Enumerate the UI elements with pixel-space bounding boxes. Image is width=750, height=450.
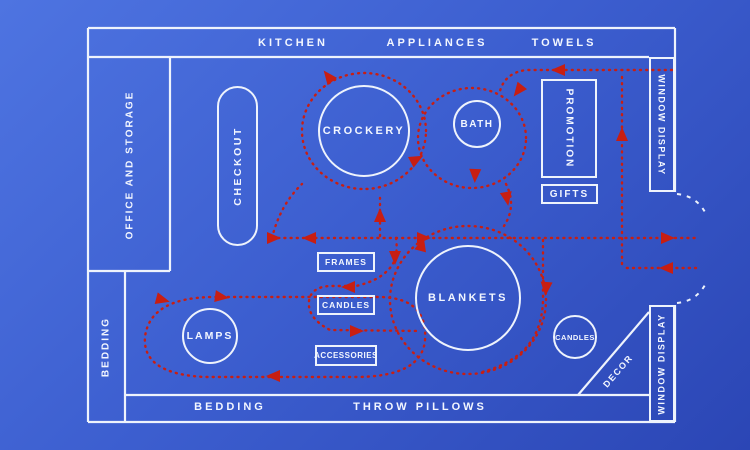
flow-arrow-icon (267, 232, 281, 244)
zone-bedding-bottom-label: BEDDING (194, 401, 266, 413)
zone-kitchen-label: KITCHEN (258, 37, 328, 49)
zone-towels-label: TOWELS (531, 37, 597, 49)
checkout-label: CHECKOUT (231, 126, 244, 206)
flow-arrow-icon (341, 281, 355, 293)
flow-blankets-loop (388, 224, 548, 376)
gifts-label: GIFTS (549, 188, 590, 200)
candles-table: CANDLES (553, 315, 597, 359)
frames-shelf: FRAMES (317, 252, 375, 272)
flow-arrow-icon (417, 232, 431, 244)
flow-arrow-icon (659, 262, 673, 274)
flow-arrow-icon (616, 127, 628, 141)
flow-arrow-icon (154, 292, 170, 304)
blankets-table: BLANKETS (415, 245, 521, 351)
window-display-bottom-label: WINDOW DISPLAY (657, 312, 668, 415)
window-display-top-label: WINDOW DISPLAY (657, 73, 668, 176)
flow-arrows (154, 64, 675, 382)
lamps-table: LAMPS (182, 308, 238, 364)
flow-arrow-icon (540, 281, 553, 296)
flow-lamps-loop (143, 295, 427, 379)
flow-arrow-icon (661, 232, 675, 244)
zone-office-storage-label: OFFICE AND STORAGE (124, 90, 136, 240)
candles-shelf: CANDLES (317, 295, 375, 315)
flow-arrow-icon (499, 191, 512, 206)
entrance-door-swing-dashes (676, 193, 707, 304)
candles-table-label: CANDLES (555, 332, 595, 342)
accessories-shelf: ACCESSORIES (314, 345, 378, 366)
candles-shelf-label: CANDLES (321, 300, 371, 310)
flow-arrow-icon (469, 168, 482, 183)
decor-divider (577, 311, 650, 396)
flow-arrow-icon (408, 155, 424, 168)
accessories-label: ACCESSORIES (314, 351, 378, 360)
flow-crockery-loop (300, 71, 428, 191)
promotion-stand: PROMOTION (541, 79, 597, 178)
window-display-bottom: WINDOW DISPLAY (649, 305, 675, 422)
flow-top-line (498, 68, 674, 93)
bath-table: BATH (453, 100, 501, 148)
flow-corridor-to-crockery (270, 182, 304, 240)
flow-corridor-to-candles (476, 238, 545, 375)
blankets-label: BLANKETS (428, 292, 508, 304)
zone-appliances-label: APPLIANCES (386, 37, 488, 49)
flow-arrow-icon (414, 237, 426, 253)
flow-arrow-icon (350, 325, 364, 337)
flow-shelves-snake (307, 236, 423, 333)
zone-throw-pillows-label: THROW PILLOWS (353, 401, 487, 413)
flow-arrow-icon (551, 64, 565, 76)
bath-label: BATH (460, 118, 494, 130)
gifts-shelf: GIFTS (541, 184, 598, 204)
zone-bedding-left-label: BEDDING (100, 316, 112, 378)
flow-arrow-icon (389, 251, 401, 265)
flow-bath-to-blankets (502, 182, 513, 228)
lamps-label: LAMPS (186, 330, 234, 342)
crockery-label: CROCKERY (322, 125, 406, 137)
crockery-table: CROCKERY (318, 85, 410, 177)
flow-arrow-icon (214, 290, 229, 302)
walls (86, 26, 677, 424)
window-display-top: WINDOW DISPLAY (649, 57, 675, 192)
flow-arrow-icon (302, 232, 316, 244)
flow-arrow-icon (374, 208, 386, 222)
frames-label: FRAMES (325, 257, 367, 267)
checkout-counter: CHECKOUT (217, 86, 258, 246)
flow-arrow-icon (266, 370, 280, 382)
flow-arrow-icon (323, 70, 338, 86)
promotion-label: PROMOTION (563, 88, 575, 169)
flow-arrow-icon (513, 81, 528, 97)
flow-bath-loop (416, 86, 528, 190)
